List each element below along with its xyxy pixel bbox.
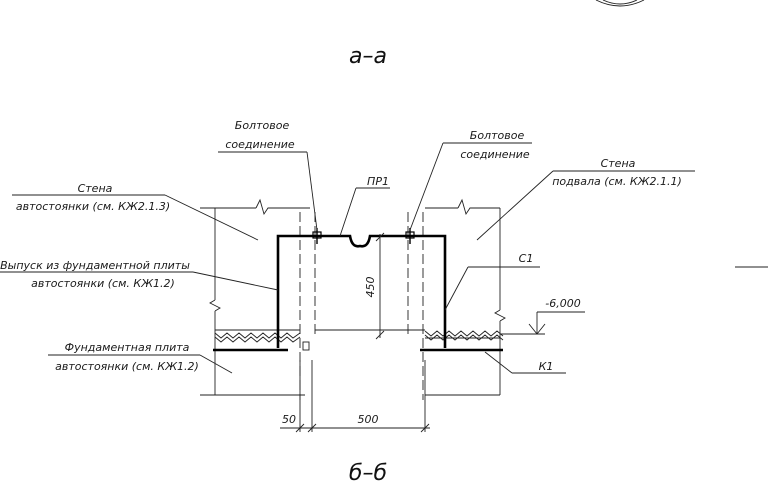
callout-wall-basement: Стена подвала (см. КЖ2.1.1) — [476, 157, 695, 241]
svg-text:Болтовое: Болтовое — [470, 129, 525, 142]
waterproofing-right — [424, 330, 504, 341]
svg-text:автостоянки (см. КЖ1.2): автостоянки (см. КЖ1.2) — [31, 277, 175, 290]
svg-text:автостоянки (см. КЖ1.2): автостоянки (см. КЖ1.2) — [55, 360, 199, 373]
dimension-height-text: 450 — [364, 277, 377, 298]
callout-c1: С1 — [444, 252, 540, 311]
svg-text:Болтовое: Болтовое — [235, 119, 290, 132]
svg-text:К1: К1 — [539, 360, 554, 373]
callout-slab: Фундаментная плита автостоянки (см. КЖ1.… — [48, 341, 233, 374]
callout-outlet: Выпуск из фундаментной плиты автостоянки… — [0, 259, 279, 291]
svg-text:автостоянки (см. КЖ2.1.3): автостоянки (см. КЖ2.1.3) — [16, 200, 170, 213]
waterproofing-left — [214, 332, 301, 343]
callout-pr1: ПР1 — [339, 175, 390, 237]
level-mark: -6,000 — [500, 297, 585, 335]
svg-text:Стена: Стена — [78, 182, 113, 195]
bolt-left-icon — [312, 228, 322, 244]
svg-text:С1: С1 — [519, 252, 534, 265]
svg-text:Фундаментная плита: Фундаментная плита — [65, 341, 190, 354]
section-title-top: а–а — [349, 44, 387, 69]
steel-plate-profile — [276, 234, 447, 348]
hidden-lines — [299, 212, 424, 400]
corner-symbol-icon — [595, 0, 645, 7]
svg-text:соединение: соединение — [460, 148, 530, 161]
svg-text:-6,000: -6,000 — [545, 297, 580, 310]
svg-text:подвала (см. КЖ2.1.1): подвала (см. КЖ2.1.1) — [552, 175, 682, 188]
dimension-height: 450 — [364, 232, 385, 340]
callout-wall-parking: Стена автостоянки (см. КЖ2.1.3) — [12, 182, 259, 241]
callout-k1: К1 — [484, 351, 566, 374]
svg-text:соединение: соединение — [225, 138, 295, 151]
bolt-right-icon — [405, 228, 415, 244]
svg-text:Стена: Стена — [601, 157, 636, 170]
svg-text:Выпуск из фундаментной плиты: Выпуск из фундаментной плиты — [0, 259, 190, 272]
dimension-gap-text: 50 — [282, 413, 296, 426]
section-title-bottom: б–б — [349, 461, 387, 485]
dimension-width-text: 500 — [358, 413, 379, 426]
svg-text:ПР1: ПР1 — [367, 175, 389, 188]
dimension-bottom: 50 500 — [280, 360, 430, 433]
callout-bolt-left: Болтовое соединение — [218, 119, 318, 231]
anchor-block-icon — [302, 341, 310, 351]
callout-bolt-right: Болтовое соединение — [409, 129, 532, 231]
wall-outlines — [200, 198, 506, 396]
